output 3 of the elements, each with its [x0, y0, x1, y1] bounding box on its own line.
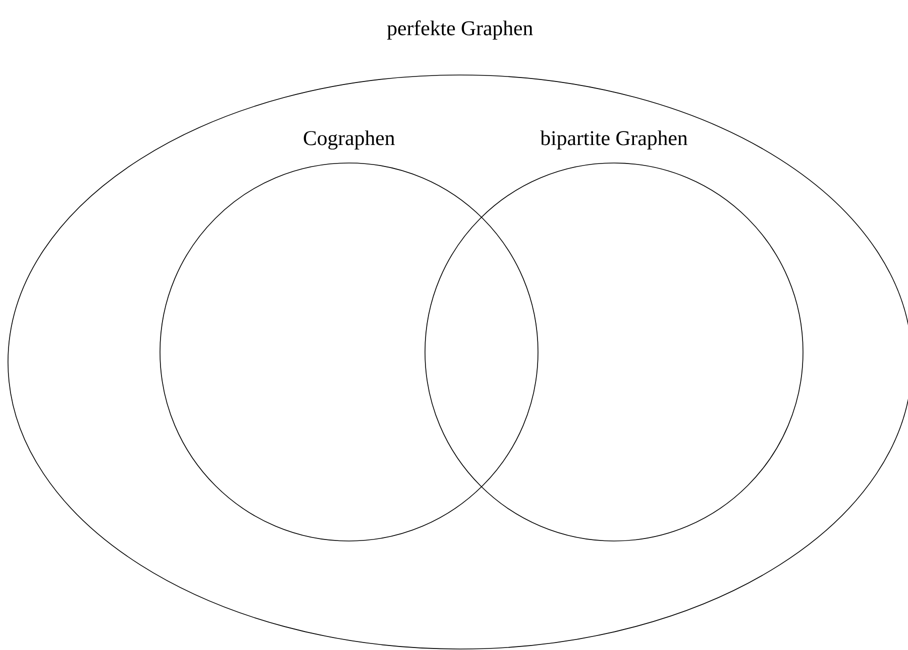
set-label: perfekte Graphen	[387, 20, 533, 40]
set-label: bipartite Graphen	[540, 130, 688, 150]
set-label: Cographen	[304, 130, 395, 150]
